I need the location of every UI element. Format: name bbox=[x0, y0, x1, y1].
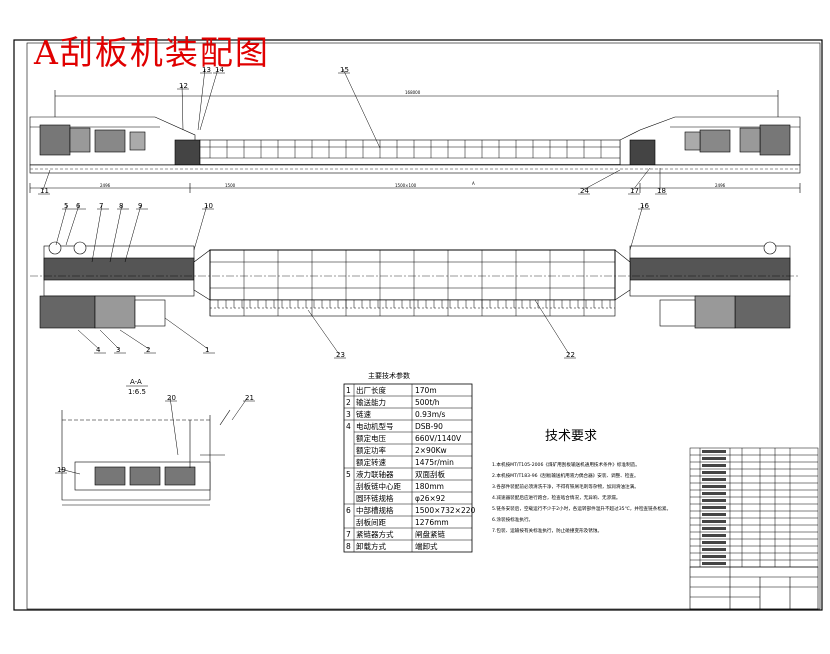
spec-row-no: 3 bbox=[346, 410, 351, 419]
title-block bbox=[689, 566, 819, 610]
overall-dimension: 168000 bbox=[405, 90, 421, 95]
part-number-14: 14 bbox=[215, 66, 224, 74]
spec-row-value: 闸盘紧链 bbox=[415, 529, 445, 539]
spec-row-name: 出厂长度 bbox=[356, 385, 386, 395]
spec-row-name: 额定转速 bbox=[356, 457, 386, 467]
spec-row-value: 180mm bbox=[415, 482, 444, 491]
gap-dimension: A bbox=[472, 181, 475, 186]
part-number-15: 15 bbox=[340, 66, 349, 74]
spec-row-name: 紧链器方式 bbox=[356, 529, 394, 539]
tech-requirements-title: 技术要求 bbox=[545, 429, 597, 444]
spec-row-name: 中部槽规格 bbox=[356, 505, 394, 515]
plan-view bbox=[30, 241, 800, 329]
leader-lines bbox=[38, 68, 667, 475]
pan-dividers bbox=[209, 140, 602, 158]
spec-row-value: 1500×732×220 bbox=[415, 506, 476, 515]
part-number-16: 16 bbox=[640, 202, 649, 210]
part-number-23: 23 bbox=[336, 351, 345, 359]
section-label: A-A bbox=[130, 378, 142, 386]
spec-row-no: 7 bbox=[346, 530, 351, 539]
part-number-17: 17 bbox=[630, 187, 639, 195]
part-number-2: 2 bbox=[146, 346, 150, 354]
spec-row-name: 刮板间距 bbox=[356, 517, 386, 527]
tech-requirement-line: 5.链条安装后，空载运行不少于2小时，各运转部件温升不超过35℃，并检查链条松紧… bbox=[492, 505, 671, 512]
spec-row-name: 链速 bbox=[356, 409, 371, 419]
mid-span-dimension: 1500×100 bbox=[395, 183, 417, 188]
part-number-11: 11 bbox=[40, 187, 49, 195]
spec-row-no: 2 bbox=[346, 398, 351, 407]
spec-row-value: DSB-90 bbox=[415, 422, 443, 431]
part-number-5: 5 bbox=[64, 202, 68, 210]
trough-dividers bbox=[209, 250, 611, 316]
tech-requirement-line: 7.包装、运输按有关标准执行，防止碰撞变形及锈蚀。 bbox=[492, 527, 602, 534]
part-number-1: 1 bbox=[205, 346, 209, 354]
spec-row-name: 卸载方式 bbox=[356, 541, 386, 551]
tech-requirement-line: 3.各部件装配前必须清洗干净，不得有铁屑毛刺等杂物，加润滑油注满。 bbox=[492, 483, 639, 490]
part-number-20: 20 bbox=[167, 394, 176, 402]
part-number-21: 21 bbox=[245, 394, 254, 402]
part-number-3: 3 bbox=[116, 346, 120, 354]
part-number-7: 7 bbox=[99, 202, 103, 210]
spec-row-name: 额定功率 bbox=[356, 445, 386, 455]
inner-frame bbox=[26, 42, 821, 610]
tech-requirement-line: 4.减速器装配后应进行跑合，检查啮合情况，无异响、无渗漏。 bbox=[492, 494, 620, 501]
spec-row-no: 5 bbox=[346, 470, 351, 479]
spec-row-no: 6 bbox=[346, 506, 351, 515]
part-number-22: 22 bbox=[566, 351, 575, 359]
section-scale: 1:6.5 bbox=[128, 388, 146, 396]
spec-row-name: 电动机型号 bbox=[356, 421, 394, 431]
spec-row-value: 170m bbox=[415, 386, 437, 395]
elevation-view bbox=[29, 90, 801, 193]
spec-row-value: 双面刮板 bbox=[415, 469, 445, 479]
part-number-6: 6 bbox=[76, 202, 81, 210]
spec-row-value: 500t/h bbox=[415, 398, 440, 407]
part-number-18: 18 bbox=[657, 187, 666, 195]
spec-row-value: φ26×92 bbox=[415, 494, 446, 503]
spec-row-no: 8 bbox=[346, 542, 351, 551]
section-view bbox=[61, 409, 231, 506]
part-number-12: 12 bbox=[179, 82, 188, 90]
spec-row-name: 圆环链规格 bbox=[356, 493, 394, 503]
right-head-dimension: 2496 bbox=[715, 183, 726, 188]
part-number-10: 10 bbox=[204, 202, 213, 210]
part-number-24: 24 bbox=[580, 187, 589, 195]
spec-row-name: 输送能力 bbox=[356, 397, 386, 407]
spec-row-name: 液力联轴器 bbox=[356, 469, 394, 479]
part-number-8: 8 bbox=[119, 202, 123, 210]
spec-row-no: 1 bbox=[346, 386, 351, 395]
part-number-19: 19 bbox=[57, 466, 66, 474]
part-number-9: 9 bbox=[138, 202, 142, 210]
spec-row-value: 660V/1140V bbox=[415, 434, 462, 443]
part-number-4: 4 bbox=[96, 346, 101, 354]
spec-table-title: 主要技术参数 bbox=[368, 371, 410, 380]
spec-row-value: 端卸式 bbox=[415, 541, 438, 551]
tech-requirement-line: 6.涂装按标准执行。 bbox=[492, 516, 533, 523]
tech-requirement-line: 1.本机按MT/T105-2006《煤矿用刮板输送机通用技术条件》标准制造。 bbox=[492, 461, 640, 468]
spec-row-name: 额定电压 bbox=[356, 433, 386, 443]
spec-row-value: 2×90Kw bbox=[415, 446, 447, 455]
left-mid-dimension: 1500 bbox=[225, 183, 236, 188]
outer-frame bbox=[13, 39, 823, 611]
part-number-13: 13 bbox=[202, 66, 211, 74]
spec-row-value: 0.93m/s bbox=[415, 410, 446, 419]
tech-requirement-line: 2.本机按MT/T183-96《刮板输送机用液力偶合器》安装、调整、检查。 bbox=[492, 472, 639, 479]
spec-row-no: 4 bbox=[346, 422, 351, 431]
parts-list bbox=[689, 447, 819, 568]
tech-requirements-list: 1.本机按MT/T105-2006《煤矿用刮板输送机通用技术条件》标准制造。 2.… bbox=[492, 461, 671, 534]
spec-row-value: 1276mm bbox=[415, 518, 449, 527]
spec-row-name: 刮板链中心距 bbox=[356, 481, 401, 491]
drawing-title: A刮板机装配图 bbox=[34, 33, 270, 72]
left-head-dimension: 2496 bbox=[100, 183, 111, 188]
spec-table: 1 出厂长度 170m 2 输送能力 500t/h 3 链速 0.93m/s 4 电动机型号 DSB-… bbox=[343, 383, 476, 553]
spec-row-value: 1475r/min bbox=[415, 458, 454, 467]
